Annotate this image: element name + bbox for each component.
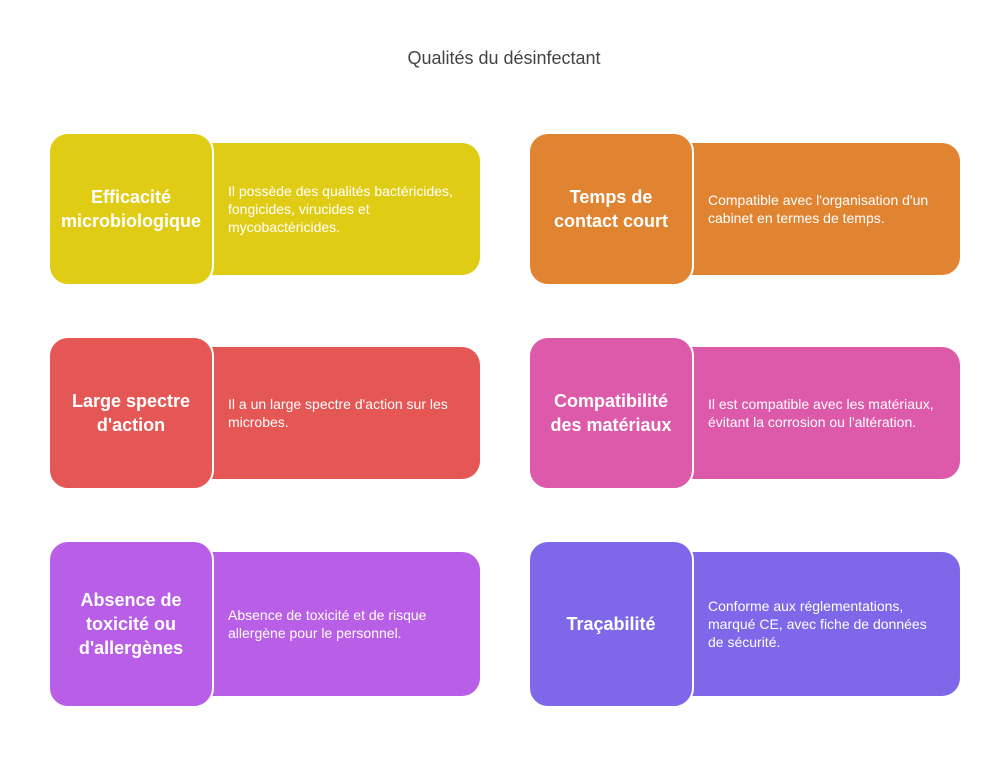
card-description: Conforme aux réglementations, marqué CE,… <box>668 552 960 696</box>
card-description: Il possède des qualités bactéricides, fo… <box>188 143 480 275</box>
quality-card-non-toxicity: Absence de toxicité et de risque allergè… <box>48 540 480 708</box>
diagram-title: Qualités du désinfectant <box>407 48 601 68</box>
card-heading: Large spectre d'action <box>48 336 214 490</box>
card-heading: Temps de contact court <box>528 132 694 286</box>
card-heading: Compatibilité des matériaux <box>528 336 694 490</box>
quality-card-broad-spectrum: Il a un large spectre d'action sur les m… <box>48 336 480 490</box>
quality-card-microbiological: Il possède des qualités bactéricides, fo… <box>48 132 480 286</box>
quality-card-traceability: Conforme aux réglementations, marqué CE,… <box>528 540 960 708</box>
card-description: Absence de toxicité et de risque allergè… <box>188 552 480 696</box>
card-description: Il est compatible avec les matériaux, év… <box>668 347 960 479</box>
quality-card-contact-time: Compatible avec l'organisation d'un cabi… <box>528 132 960 286</box>
card-description: Il a un large spectre d'action sur les m… <box>188 347 480 479</box>
quality-card-material-compatibility: Il est compatible avec les matériaux, év… <box>528 336 960 490</box>
card-heading: Absence de toxicité ou d'allergènes <box>48 540 214 708</box>
card-heading: Efficacité microbiologique <box>48 132 214 286</box>
card-heading: Traçabilité <box>528 540 694 708</box>
card-description: Compatible avec l'organisation d'un cabi… <box>668 143 960 275</box>
